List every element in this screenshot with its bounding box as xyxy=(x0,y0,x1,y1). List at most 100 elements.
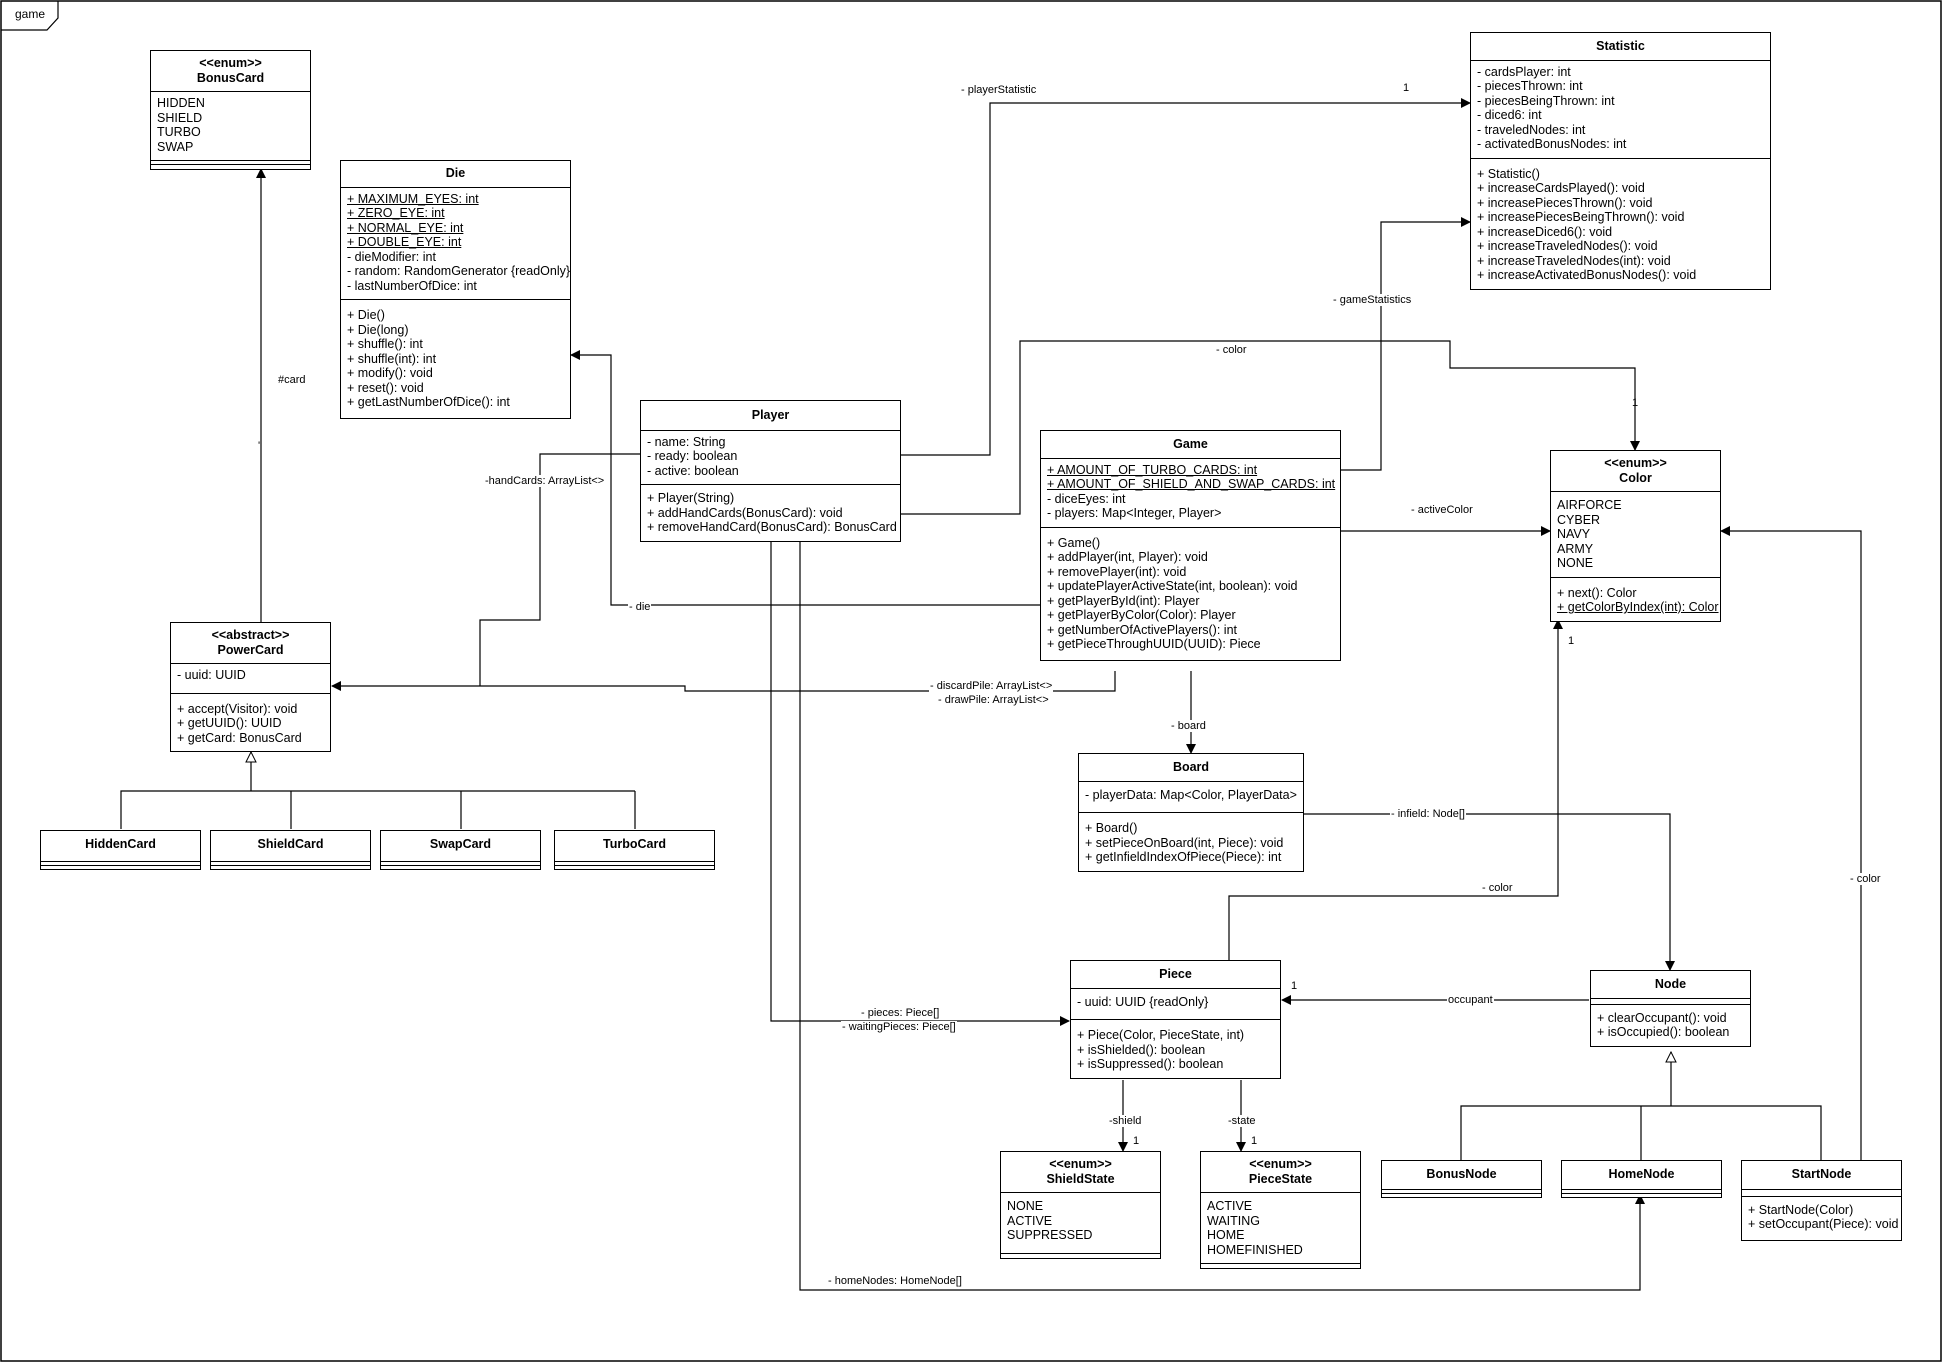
methods: + Statistic() + increaseCardsPlayed(): v… xyxy=(1471,159,1770,289)
class-header: Die xyxy=(341,161,570,188)
class-game[interactable]: Game + AMOUNT_OF_TURBO_CARDS: int + AMOU… xyxy=(1040,430,1341,661)
class-piece[interactable]: Piece - uuid: UUID {readOnly} + Piece(Co… xyxy=(1070,960,1281,1079)
class-header: HiddenCard xyxy=(41,831,200,862)
method: + getPlayerByColor(Color): Player xyxy=(1047,608,1236,622)
empty-compartment xyxy=(555,866,714,869)
edge-player-homenode xyxy=(799,540,1645,1291)
method: + increasePiecesBeingThrown(): void xyxy=(1477,210,1685,224)
enum-literal: ACTIVE xyxy=(1207,1199,1253,1213)
enum-literal: NAVY xyxy=(1557,527,1591,541)
class-name: Player xyxy=(751,408,790,422)
attribute: - piecesThrown: int xyxy=(1477,79,1583,93)
label-hand-cards: -handCards: ArrayList<> xyxy=(484,475,606,487)
class-header: <<enum>> ShieldState xyxy=(1001,1152,1160,1193)
label-board: - board xyxy=(1170,720,1207,732)
class-header: SwapCard xyxy=(381,831,540,862)
enum-literal: HIDDEN xyxy=(157,96,205,110)
class-header: Statistic xyxy=(1471,33,1770,61)
empty-compartment xyxy=(1562,1190,1721,1194)
enum-literal: SWAP xyxy=(157,139,194,154)
class-powercard[interactable]: <<abstract>> PowerCard - uuid: UUID + ac… xyxy=(170,622,331,752)
attributes: - uuid: UUID xyxy=(171,664,330,694)
method: + isOccupied(): boolean xyxy=(1597,1025,1730,1039)
methods: + next(): Color + getColorByIndex(int): … xyxy=(1551,578,1720,621)
attributes: - name: String - ready: boolean - active… xyxy=(641,431,900,485)
enum-literals: AIRFORCE CYBER NAVY ARMY NONE xyxy=(1551,492,1720,578)
method: + Game() xyxy=(1047,535,1101,550)
class-homenode[interactable]: HomeNode xyxy=(1561,1160,1722,1198)
edge-cards-powercard xyxy=(120,751,636,829)
class-name: Board xyxy=(1172,760,1210,774)
attribute: - ready: boolean xyxy=(647,449,738,463)
class-startnode[interactable]: StartNode + StartNode(Color) + setOccupa… xyxy=(1741,1160,1902,1241)
method: + increaseActivatedBonusNodes(): void xyxy=(1477,268,1697,282)
enum-literal: WAITING xyxy=(1207,1213,1261,1228)
method: + getCard: BonusCard xyxy=(177,730,302,745)
class-node[interactable]: Node + clearOccupant(): void + isOccupie… xyxy=(1590,970,1751,1047)
stereotype: <<abstract>> xyxy=(211,628,290,642)
method: + increasePiecesThrown(): void xyxy=(1477,195,1653,210)
method: + increaseDiced6(): void xyxy=(1477,224,1613,239)
enum-literals: NONE ACTIVE SUPPRESSED xyxy=(1001,1193,1160,1254)
attribute: - piecesBeingThrown: int xyxy=(1477,93,1615,108)
method: + getUUID(): UUID xyxy=(177,716,282,730)
class-bonuscard[interactable]: <<enum>> BonusCard HIDDEN SHIELD TURBO S… xyxy=(150,50,311,170)
empty-compartment xyxy=(1382,1194,1541,1197)
label-occupant-mult: 1 xyxy=(1291,980,1298,992)
method: + accept(Visitor): void xyxy=(177,701,298,716)
class-name: Node xyxy=(1654,977,1687,991)
stereotype: <<enum>> xyxy=(1604,456,1667,470)
attribute: - random: RandomGenerator {readOnly} xyxy=(347,264,571,278)
attribute: - activatedBonusNodes: int xyxy=(1477,137,1627,151)
class-name: PowerCard xyxy=(217,642,284,657)
method: + reset(): void xyxy=(347,380,424,395)
method: + getInfieldIndexOfPiece(Piece): int xyxy=(1085,850,1282,864)
frame-title: game xyxy=(15,7,46,21)
attribute: + AMOUNT_OF_TURBO_CARDS: int xyxy=(1047,462,1258,477)
method: + shuffle(): int xyxy=(347,337,423,351)
class-player[interactable]: Player - name: String - ready: boolean -… xyxy=(640,400,901,542)
edge-player-color xyxy=(900,340,1640,515)
class-header: <<enum>> Color xyxy=(1551,451,1720,492)
class-piecestate[interactable]: <<enum>> PieceState ACTIVE WAITING HOME … xyxy=(1200,1151,1361,1269)
class-color[interactable]: <<enum>> Color AIRFORCE CYBER NAVY ARMY … xyxy=(1550,450,1721,622)
enum-literal: HOMEFINISHED xyxy=(1207,1242,1303,1257)
class-name: PieceState xyxy=(1248,1171,1313,1186)
label-player-statistic-mult: 1 xyxy=(1403,82,1410,94)
class-name: ShieldCard xyxy=(257,837,324,851)
method: + shuffle(int): int xyxy=(347,351,437,366)
class-statistic[interactable]: Statistic - cardsPlayer: int - piecesThr… xyxy=(1470,32,1771,290)
label-start-color: - color xyxy=(1849,873,1882,885)
class-shieldstate[interactable]: <<enum>> ShieldState NONE ACTIVE SUPPRES… xyxy=(1000,1151,1161,1259)
stereotype: <<enum>> xyxy=(1249,1157,1312,1171)
methods: + accept(Visitor): void + getUUID(): UUI… xyxy=(171,694,330,752)
class-swapcard[interactable]: SwapCard xyxy=(380,830,541,870)
empty-compartment xyxy=(211,866,370,869)
empty-compartment xyxy=(1382,1190,1541,1194)
methods: + Piece(Color, PieceState, int) + isShie… xyxy=(1071,1020,1280,1078)
enum-literal: SHIELD xyxy=(157,110,203,125)
class-header: Player xyxy=(641,401,900,431)
attribute: - cardsPlayer: int xyxy=(1477,64,1571,79)
attribute: - diced6: int xyxy=(1477,108,1542,122)
attribute: - diceEyes: int xyxy=(1047,491,1126,506)
method: + updatePlayerActiveState(int, boolean):… xyxy=(1047,579,1298,593)
class-name: BonusNode xyxy=(1426,1167,1497,1181)
class-bonusnode[interactable]: BonusNode xyxy=(1381,1160,1542,1198)
method: + setOccupant(Piece): void xyxy=(1748,1217,1899,1231)
class-die[interactable]: Die + MAXIMUM_EYES: int + ZERO_EYE: int … xyxy=(340,160,571,419)
attribute: - lastNumberOfDice: int xyxy=(347,278,477,293)
class-header: StartNode xyxy=(1742,1161,1901,1190)
class-hiddencard[interactable]: HiddenCard xyxy=(40,830,201,870)
edge-game-die xyxy=(570,350,1040,606)
attribute: - dieModifier: int xyxy=(347,249,436,264)
method: + clearOccupant(): void xyxy=(1597,1010,1727,1025)
class-shieldcard[interactable]: ShieldCard xyxy=(210,830,371,870)
class-name: BonusCard xyxy=(196,70,265,85)
class-turbocard[interactable]: TurboCard xyxy=(554,830,715,870)
class-board[interactable]: Board - playerData: Map<Color, PlayerDat… xyxy=(1078,753,1304,872)
label-tiny-mark: ' xyxy=(258,440,261,452)
class-name: HomeNode xyxy=(1608,1167,1675,1181)
attribute: + NORMAL_EYE: int xyxy=(347,220,464,235)
